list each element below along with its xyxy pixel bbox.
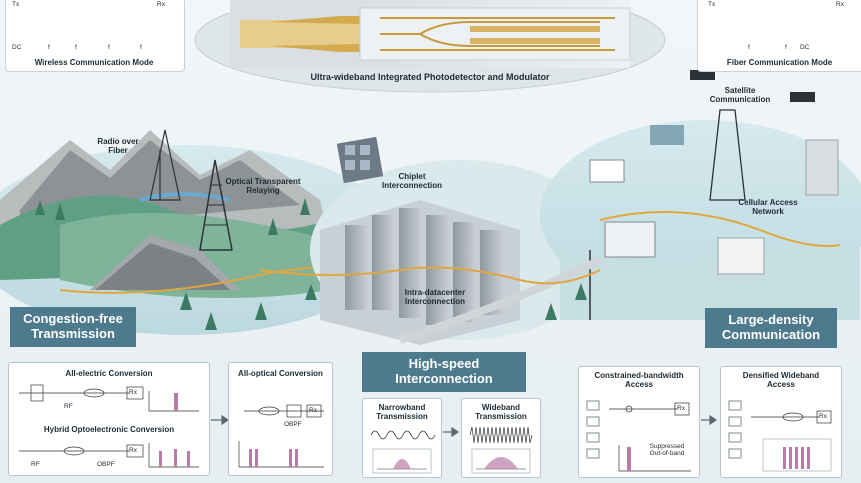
left-f2-label: f [140, 44, 142, 51]
densified-access-box: Densified Wideband Access Rx [720, 366, 842, 478]
photodetector-modulator-chip [194, 0, 666, 93]
wideband-box: Wideband Transmission [461, 398, 541, 478]
intra-datacenter-label: Intra-datacenter Interconnection [404, 288, 466, 307]
rf-label-1: RF [64, 403, 73, 410]
wireless-mode-panel [5, 0, 185, 72]
obpf-label-1: OBPF [97, 461, 115, 468]
narrowband-diagram [370, 430, 436, 474]
electric-conversion-box: All-electric Conversion Hybrid Optoelect… [8, 362, 210, 476]
constrained-access-box: Constrained-bandwidth Access Rx Suppress… [578, 366, 700, 478]
obpf-label-2: OBPF [284, 421, 302, 428]
left-f-label: f [75, 44, 77, 51]
right-tx-label: Tx [708, 1, 716, 8]
road [398, 256, 602, 344]
large-density-banner: Large-density Communication [705, 308, 837, 348]
constrained-title: Constrained-bandwidth Access [594, 371, 684, 389]
right-dc-label: DC [800, 44, 810, 51]
all-optical-title: All-optical Conversion [238, 369, 323, 378]
right-f-label: f [785, 44, 787, 51]
left-dc-label: DC [12, 44, 22, 51]
trees [35, 198, 587, 330]
fiber-mode-title: Fiber Communication Mode [726, 58, 833, 67]
densified-access-diagram [728, 400, 832, 472]
right-platform [540, 70, 861, 320]
right-rx-label: Rx [836, 1, 844, 8]
constrained-access-diagram [586, 400, 691, 472]
high-speed-banner: High-speed Interconnection [362, 352, 526, 392]
left-fo-label: f [48, 44, 50, 51]
left-platform [0, 129, 400, 335]
rx-label-5: Rx [819, 413, 827, 420]
wireless-mode-title: Wireless Communication Mode [34, 58, 154, 67]
electric-conversion-diagram [19, 384, 199, 468]
center-title: Ultra-wideband Integrated Photodetector … [310, 72, 550, 82]
datacenter-area [310, 136, 610, 345]
wideband-diagram [469, 426, 533, 474]
rx-label-4: Rx [677, 405, 685, 412]
optical-conversion-box: All-optical Conversion Rx OBPF [228, 362, 333, 476]
narrowband-box: Narrowband Transmission [362, 398, 442, 478]
rf-label-2: RF [31, 461, 40, 468]
cellular-label: Cellular Access Network [738, 198, 798, 217]
fiber-mode-panel [697, 0, 861, 72]
right-fo-label: f [748, 44, 750, 51]
left-rx-label: Rx [157, 1, 165, 8]
optical-relaying-label: Optical Transparent Relaying [225, 177, 301, 196]
radio-over-fiber-label: Radio over Fiber [97, 137, 139, 156]
densified-title: Densified Wideband Access [742, 371, 820, 389]
rx-label-2: Rx [129, 447, 137, 454]
satellite-label: Satellite Communication [709, 86, 771, 105]
hybrid-title: Hybrid Optoelectronic Conversion [43, 425, 175, 434]
bottom-arrows [211, 414, 718, 438]
left-tx-label: Tx [12, 1, 20, 8]
wideband-title: Wideband Transmission [475, 403, 527, 421]
narrowband-title: Narrowband Transmission [376, 403, 428, 421]
chiplet-label: Chiplet Interconnection [381, 172, 442, 191]
optical-conversion-diagram [238, 404, 324, 468]
rx-label-1: Rx [129, 389, 137, 396]
suppressed-label: Suppressed Out-of-band [649, 443, 685, 457]
rx-label-3: Rx [309, 407, 317, 414]
left-f1-label: f [108, 44, 110, 51]
all-electric-title: All-electric Conversion [65, 369, 153, 378]
congestion-banner: Congestion-free Transmission [10, 307, 136, 347]
fiber-link [259, 266, 601, 285]
